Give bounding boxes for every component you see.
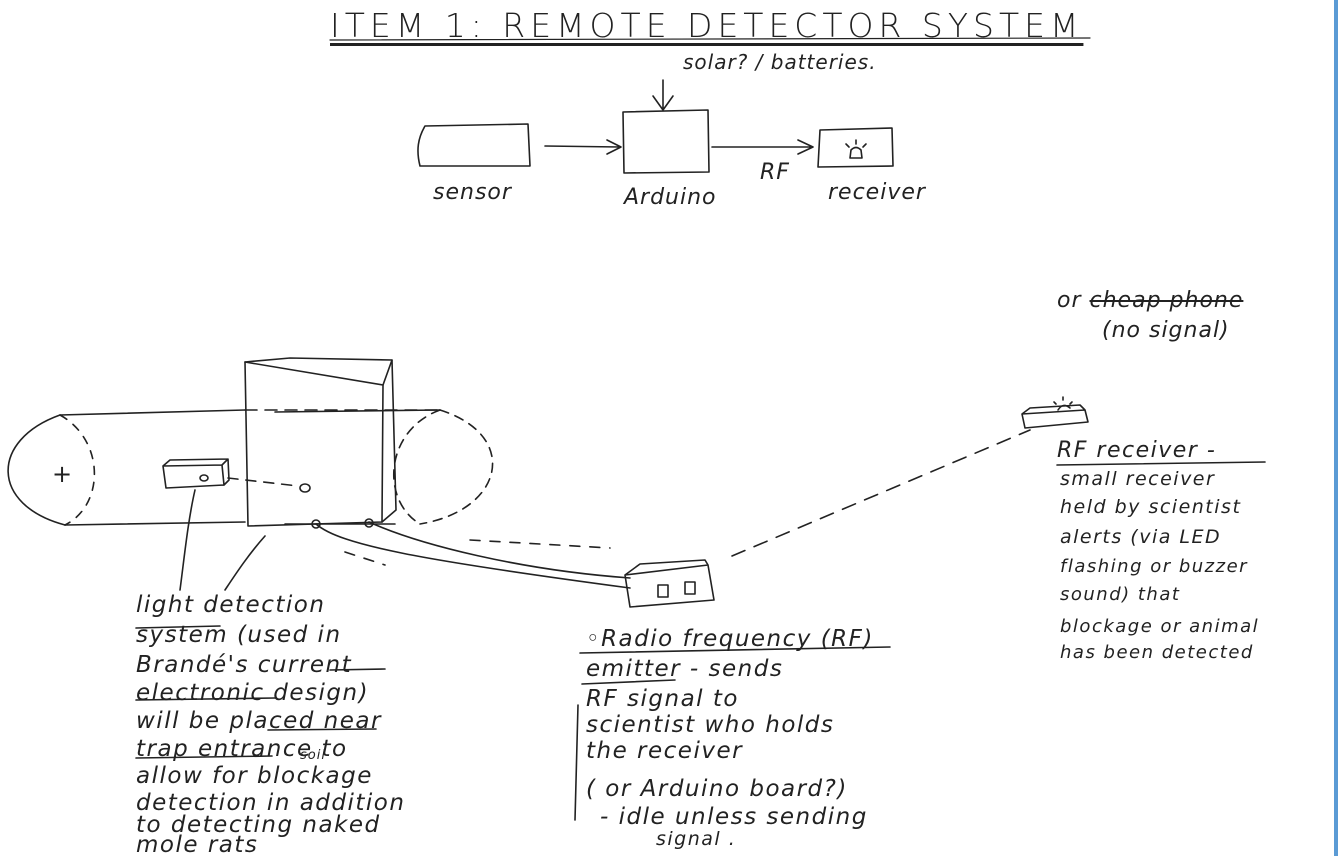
- receiver-note-line: has been detected: [1060, 642, 1254, 663]
- sensor-label: sensor: [433, 180, 512, 205]
- phone-note-paren: (no signal): [1102, 318, 1230, 343]
- tube-sensor-dot: [200, 475, 208, 481]
- emitter-note-line: the receiver: [586, 738, 743, 764]
- power-label: solar? / batteries.: [683, 50, 877, 74]
- center-box-holes: [300, 484, 373, 528]
- light-note-line: mole rats: [136, 832, 258, 858]
- receiver-note-line: held by scientist: [1060, 496, 1241, 518]
- emitter-note-line: - idle unless sending: [600, 804, 868, 830]
- receiver-note-line: small receiver: [1060, 468, 1215, 490]
- rf-receiver-led: [1054, 397, 1072, 410]
- dash-arrow: [470, 540, 610, 548]
- phone-note: or cheap phone: [1057, 288, 1243, 313]
- arrow-power: [653, 80, 673, 110]
- emitter-note-line: RF signal to: [586, 686, 739, 712]
- light-note-line: light detection: [136, 592, 325, 618]
- bracket-line: [575, 705, 578, 820]
- rf-receiver-device: [1022, 405, 1088, 428]
- emitter-note-line: signal .: [656, 828, 736, 850]
- center-box-front: [245, 362, 383, 526]
- emitter-note-line: ( or Arduino board?): [586, 776, 848, 802]
- light-note-line: allow for blockage: [136, 763, 373, 789]
- emitter-note-line: scientist who holds: [586, 712, 834, 738]
- tube-sensor: [163, 459, 229, 488]
- rf-label: RF: [760, 160, 790, 185]
- light-note-line: electronic design): [136, 680, 369, 706]
- receiver-note-line: flashing or buzzer: [1060, 556, 1248, 577]
- wire-1: [316, 524, 630, 588]
- title-underline: [330, 38, 1090, 40]
- tube-plus-mark: +: [52, 460, 73, 488]
- receiver-note-line: alerts (via LED: [1060, 526, 1221, 548]
- light-note-line: system (used in: [136, 622, 342, 648]
- phone-note-prefix: or: [1057, 288, 1082, 313]
- light-note-line: will be placed near: [136, 708, 382, 734]
- light-note-line: Brandé's current: [136, 652, 352, 678]
- receiver-note-line: blockage or animal: [1060, 616, 1259, 637]
- tube-right-inner: [394, 410, 440, 524]
- receiver-led: [846, 140, 866, 158]
- sensor-box: [418, 124, 530, 166]
- receiver-note-line: RF receiver -: [1057, 438, 1216, 463]
- center-box-top: [245, 358, 392, 385]
- tube-right-cap: [420, 410, 493, 524]
- receiver-note-line: sound) that: [1060, 584, 1180, 605]
- pointer-1: [180, 490, 195, 590]
- emitter-ports: [658, 582, 695, 597]
- soil-insert: soil: [300, 748, 326, 763]
- emitter-box: [625, 560, 714, 607]
- phone-note-struck: cheap phone: [1090, 288, 1244, 313]
- pointer-2: [225, 536, 265, 590]
- receiver-label: receiver: [828, 180, 926, 205]
- arduino-box: [623, 110, 709, 173]
- rf-link: [732, 430, 1030, 556]
- dash-short: [345, 552, 385, 565]
- arrow-sensor-arduino: [545, 140, 621, 154]
- emitter-note-line: ◦Radio frequency (RF): [586, 626, 874, 652]
- arduino-label: Arduino: [624, 185, 717, 210]
- emitter-note-line: emitter - sends: [586, 656, 783, 682]
- arrow-arduino-receiver: [712, 140, 813, 154]
- sensor-beam: [228, 478, 298, 486]
